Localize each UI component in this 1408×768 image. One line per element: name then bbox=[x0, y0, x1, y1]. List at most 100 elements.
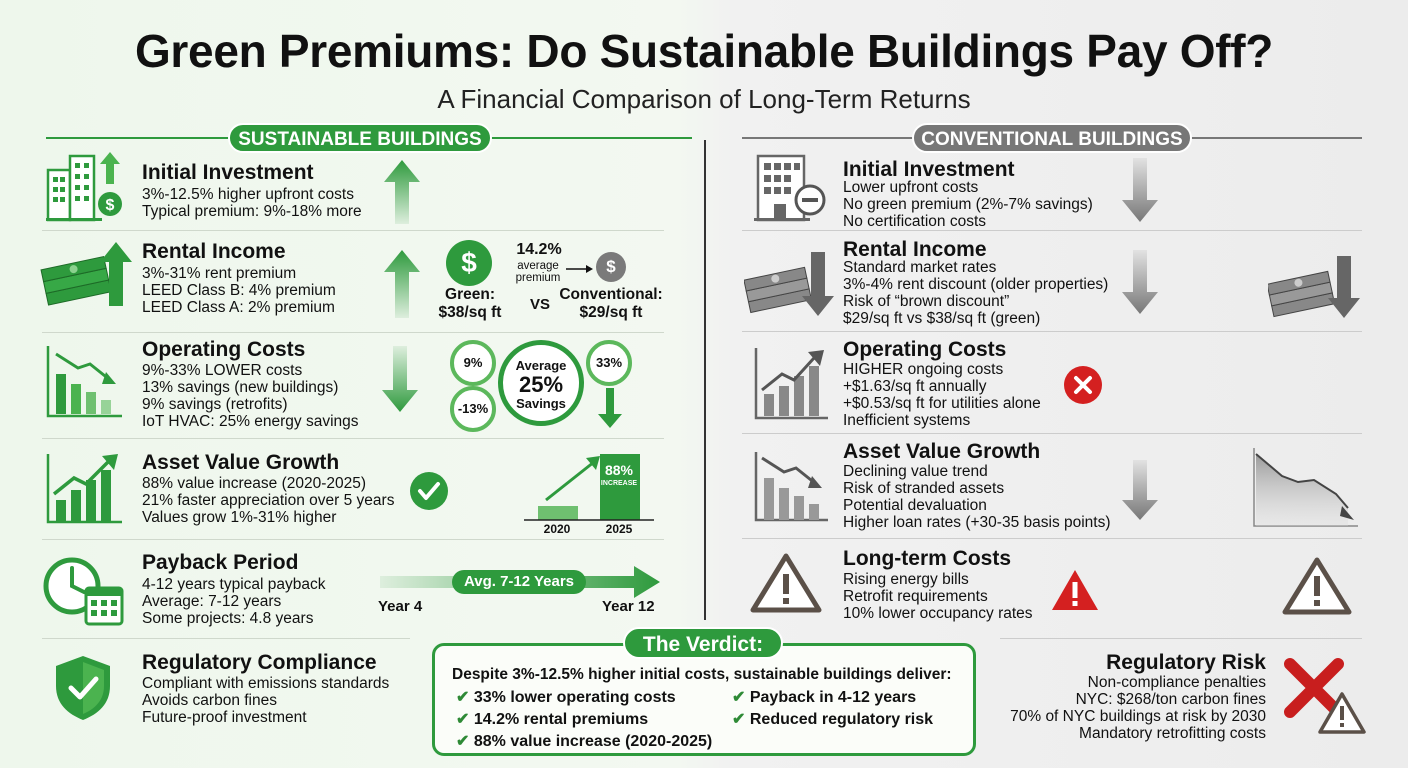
text-line: 10% lower occupancy rates bbox=[843, 605, 1033, 622]
trend-arrow-head bbox=[586, 456, 600, 470]
right-section-lines: Lower upfront costs No green premium (2%… bbox=[843, 179, 1093, 230]
right-header-pill: CONVENTIONAL BUILDINGS bbox=[912, 123, 1192, 153]
arrow-up-icon bbox=[384, 160, 420, 224]
vs-label: VS bbox=[529, 296, 550, 313]
payback-average-pill: Avg. 7-12 Years bbox=[452, 570, 586, 594]
text-line: Some projects: 4.8 years bbox=[142, 610, 314, 627]
left-section-lines: 4-12 years typical payback Average: 7-12… bbox=[142, 576, 326, 627]
cash-stack-arrow-down-icon bbox=[1266, 254, 1362, 320]
verdict-item: ✔ 88% value increase (2020-2025) bbox=[456, 731, 712, 751]
verdict-title: The Verdict: bbox=[623, 627, 783, 659]
right-section-title: Initial Investment bbox=[843, 158, 1015, 181]
green-building-dollar-icon: $ bbox=[44, 150, 124, 224]
right-section-title: Operating Costs bbox=[843, 338, 1007, 361]
right-section-title: Asset Value Growth bbox=[843, 440, 1041, 463]
text-line: Conventional: bbox=[559, 286, 663, 303]
asset-bar-label: 88% bbox=[604, 462, 634, 478]
text-line: NYC: $268/ton carbon fines bbox=[1075, 691, 1266, 708]
text-line: Higher loan rates (+30-35 basis points) bbox=[843, 514, 1111, 531]
savings-label: Savings bbox=[516, 396, 566, 411]
verdict-right-list: ✔ Payback in 4-12 years ✔ Reduced regula… bbox=[732, 687, 933, 729]
text-line: Values grow 1%-31% higher bbox=[142, 509, 337, 526]
warning-triangle-icon bbox=[750, 552, 822, 614]
asset-growth-chart: 2020 2025 88% INCREASE bbox=[520, 440, 660, 540]
average-label: Average bbox=[515, 358, 567, 373]
text-line: Risk of stranded assets bbox=[843, 480, 1005, 497]
asset-bar-2020 bbox=[538, 506, 578, 520]
text-line: Inefficient systems bbox=[843, 412, 971, 429]
text-line: Risk of “brown discount” bbox=[843, 293, 1010, 310]
row-separator bbox=[42, 638, 410, 639]
row-separator bbox=[742, 433, 1362, 434]
text-line: 88% value increase (2020-2025) bbox=[142, 475, 367, 492]
text-line: 9% savings (retrofits) bbox=[142, 396, 288, 413]
text-line: Avoids carbon fines bbox=[142, 692, 277, 709]
cash-stack-arrow-up-icon bbox=[40, 240, 134, 310]
left-section-title: Asset Value Growth bbox=[142, 451, 340, 474]
rent-premium-label: average premium bbox=[506, 260, 570, 284]
text-line: Potential devaluation bbox=[843, 497, 987, 514]
asset-chart-x-label: 2020 bbox=[543, 522, 571, 536]
left-header-pill: SUSTAINABLE BUILDINGS bbox=[228, 123, 492, 153]
gray-arrow-down-icon bbox=[1122, 158, 1158, 222]
gray-arrow-down-icon bbox=[1122, 250, 1158, 314]
right-section-lines: Non-compliance penalties NYC: $268/ton c… bbox=[1000, 674, 1266, 742]
asset-chart-x-label: 2025 bbox=[605, 522, 633, 536]
left-section-lines: 9%-33% LOWER costs 13% savings (new buil… bbox=[142, 362, 359, 430]
verdict-item-text: 88% value increase (2020-2025) bbox=[473, 733, 713, 750]
page-subtitle: A Financial Comparison of Long-Term Retu… bbox=[437, 84, 971, 114]
verdict-item: ✔ Reduced regulatory risk bbox=[732, 709, 933, 729]
left-section-title: Regulatory Compliance bbox=[142, 651, 377, 674]
row-separator bbox=[42, 230, 664, 231]
row-separator bbox=[742, 230, 1362, 231]
text-line: IoT HVAC: 25% energy savings bbox=[142, 413, 359, 430]
left-section-title: Rental Income bbox=[142, 240, 286, 263]
red-warning-triangle-icon bbox=[1050, 568, 1100, 612]
right-section-title: Rental Income bbox=[843, 238, 987, 261]
text-line: $29/sq ft vs $38/sq ft (green) bbox=[843, 310, 1041, 327]
row-separator bbox=[42, 539, 664, 540]
text-line: Declining value trend bbox=[843, 463, 988, 480]
text-line: Non-compliance penalties bbox=[1087, 674, 1266, 691]
asset-bar-2025 bbox=[600, 454, 640, 520]
text-line: Average: 7-12 years bbox=[142, 593, 282, 610]
row-separator bbox=[742, 538, 1362, 539]
gray-arrow-down-icon bbox=[1122, 460, 1158, 520]
left-section-lines: Compliant with emissions standards Avoid… bbox=[142, 675, 389, 726]
text-line: Typical premium: 9%-18% more bbox=[142, 203, 362, 220]
green-rent: Green: $38/sq ft bbox=[430, 286, 510, 322]
text-line: No certification costs bbox=[843, 213, 986, 230]
text-line: 21% faster appreciation over 5 years bbox=[142, 492, 395, 509]
warning-triangle-icon bbox=[1282, 556, 1352, 616]
text-line: Rising energy bills bbox=[843, 571, 969, 588]
average-value: 25% bbox=[518, 372, 564, 397]
text-line: Retrofit requirements bbox=[843, 588, 988, 605]
arrow-down-icon bbox=[598, 388, 622, 428]
asset-growth-chart-svg bbox=[524, 454, 654, 521]
text-line: +$0.53/sq ft for utilities alone bbox=[843, 395, 1041, 412]
arrow-right-icon bbox=[566, 261, 594, 273]
declining-area-chart-icon bbox=[1252, 446, 1362, 528]
growth-trend-line bbox=[545, 460, 595, 502]
right-section-lines: Standard market rates 3%-4% rent discoun… bbox=[843, 259, 1108, 327]
verdict-item-text: Payback in 4-12 years bbox=[749, 689, 917, 706]
text-line: 4-12 years typical payback bbox=[142, 576, 326, 593]
average-savings-ring bbox=[498, 340, 584, 426]
conventional-rent: Conventional: $29/sq ft bbox=[556, 286, 666, 322]
right-section-lines: HIGHER ongoing costs +$1.63/sq ft annual… bbox=[843, 361, 1041, 429]
text-line: Lower upfront costs bbox=[843, 179, 979, 196]
declining-bar-chart-icon bbox=[44, 344, 124, 420]
left-section-lines: 88% value increase (2020-2025) 21% faste… bbox=[142, 475, 394, 526]
dollar-coin-icon: $ bbox=[446, 240, 492, 286]
text-line: 3%-4% rent discount (older properties) bbox=[843, 276, 1109, 293]
right-section-lines: Rising energy bills Retrofit requirement… bbox=[843, 571, 1033, 622]
text-line: 13% savings (new buildings) bbox=[142, 379, 339, 396]
verdict-item-text: 14.2% rental premiums bbox=[473, 711, 649, 728]
text-line: Mandatory retrofitting costs bbox=[1079, 725, 1266, 742]
gray-dollar-coin-icon: $ bbox=[596, 252, 626, 282]
text-line: Green: bbox=[445, 286, 495, 303]
text-line: premium bbox=[515, 272, 561, 284]
right-section-title: Regulatory Risk bbox=[1106, 651, 1266, 674]
text-line: 70% of NYC buildings at risk by 2030 bbox=[1010, 708, 1266, 725]
verdict-item: ✔ 14.2% rental premiums bbox=[456, 709, 712, 729]
